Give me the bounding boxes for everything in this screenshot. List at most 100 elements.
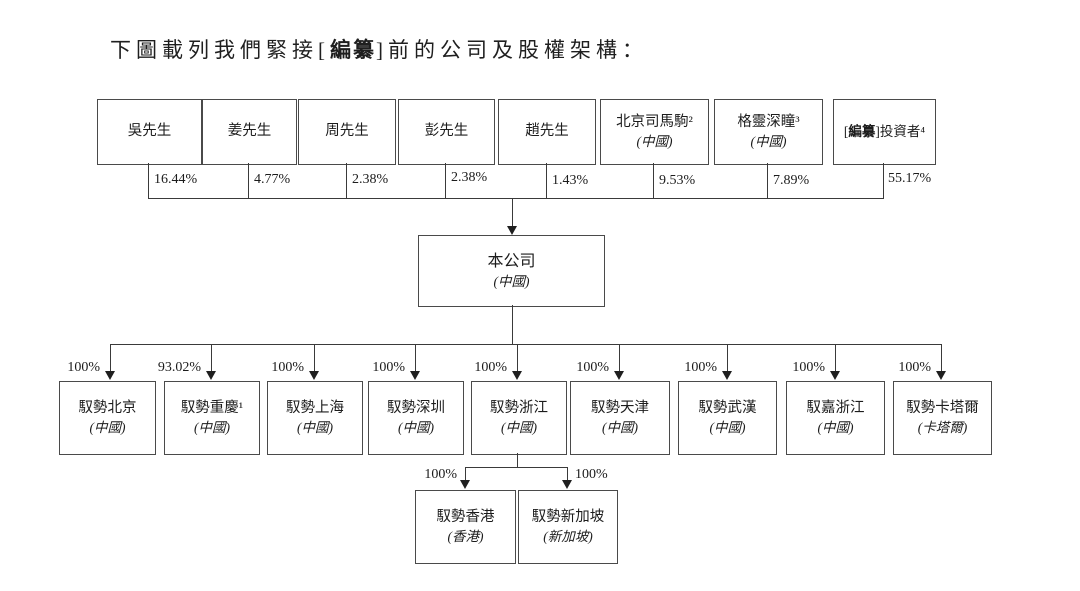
- ownership-percentage: 100%: [575, 467, 608, 482]
- company-box: 本公司 (中國): [418, 235, 605, 307]
- sub-subsidiary-name: 馭勢新加坡: [531, 509, 605, 526]
- shareholder-country: (中國): [636, 133, 673, 149]
- ownership-percentage: 2.38%: [352, 172, 389, 187]
- connector-line: [653, 163, 654, 198]
- subsidiary-name: 馭勢深圳: [387, 400, 445, 417]
- ownership-percentage: 100%: [67, 360, 100, 375]
- shareholder-name: 彭先生: [424, 123, 469, 140]
- company-name: 本公司: [487, 253, 536, 271]
- shareholder-name: 格靈深瞳³: [737, 114, 800, 131]
- connector-line: [517, 453, 518, 467]
- diagram-title-post: ]前的公司及股權架構：: [376, 38, 648, 62]
- shareholder-box: [編纂]投資者⁴: [833, 99, 936, 165]
- shareholder-country: (中國): [750, 133, 787, 149]
- shareholder-name: [編纂]投資者⁴: [843, 123, 926, 139]
- subsidiary-box: 馭勢浙江 (中國): [471, 381, 567, 455]
- arrow-down-icon: [722, 371, 732, 380]
- arrow-down-icon: [936, 371, 946, 380]
- sub-subsidiary-box: 馭勢香港 (香港): [415, 490, 516, 564]
- shareholder-name: 吳先生: [127, 123, 172, 140]
- connector-line: [110, 344, 111, 371]
- diagram-title-redacted: 編纂: [330, 38, 376, 62]
- ownership-percentage: 7.89%: [773, 173, 810, 188]
- ownership-percentage: 100%: [576, 360, 609, 375]
- arrow-down-icon: [309, 371, 319, 380]
- shareholder-box: 吳先生: [97, 99, 202, 165]
- subsidiary-country: (中國): [297, 419, 333, 435]
- connector-line: [883, 163, 884, 198]
- shareholder-box: 周先生: [298, 99, 396, 165]
- diagram-title: 下圖載列我們緊接[編纂]前的公司及股權架構：: [110, 34, 648, 64]
- subsidiary-box: 馭勢卡塔爾 (卡塔爾): [893, 381, 992, 455]
- connector-bus-top: [148, 198, 884, 199]
- connector-line: [567, 467, 568, 480]
- subsidiary-country: (中國): [89, 419, 126, 435]
- arrow-down-icon: [830, 371, 840, 380]
- subsidiary-name: 馭勢北京: [78, 400, 137, 417]
- sub-subsidiary-box: 馭勢新加坡 (新加坡): [518, 490, 618, 564]
- subsidiary-name: 馭勢浙江: [490, 400, 548, 417]
- subsidiary-country: (中國): [501, 419, 537, 435]
- shareholder-box: 姜先生: [202, 99, 297, 165]
- arrow-down-icon: [410, 371, 420, 380]
- connector-line: [727, 344, 728, 371]
- connector-line: [148, 163, 149, 198]
- subsidiary-box: 馭勢天津 (中國): [570, 381, 670, 455]
- connector-line: [835, 344, 836, 371]
- shareholder-box: 彭先生: [398, 99, 495, 165]
- arrow-down-icon: [512, 371, 522, 380]
- ownership-percentage: 100%: [684, 360, 717, 375]
- arrow-down-icon: [614, 371, 624, 380]
- ownership-percentage: 100%: [424, 467, 457, 482]
- connector-line: [941, 344, 942, 371]
- subsidiary-country: (中國): [398, 419, 434, 435]
- connector-line: [248, 163, 249, 198]
- connector-line: [445, 163, 446, 198]
- connector-bus-level3: [465, 467, 568, 468]
- connector-line: [512, 305, 513, 344]
- ownership-percentage: 100%: [898, 360, 931, 375]
- subsidiary-country: (中國): [602, 419, 638, 435]
- subsidiary-country: (中國): [709, 419, 746, 435]
- subsidiary-name: 馭勢天津: [591, 400, 649, 417]
- ownership-percentage: 100%: [372, 360, 405, 375]
- subsidiary-country: (卡塔爾): [917, 419, 968, 435]
- sub-subsidiary-name: 馭勢香港: [436, 509, 495, 526]
- subsidiary-name: 馭勢卡塔爾: [906, 400, 979, 417]
- connector-bus-subsidiaries: [110, 344, 941, 345]
- connector-line: [346, 163, 347, 198]
- arrow-down-icon: [562, 480, 572, 489]
- connector-line: [314, 344, 315, 371]
- arrow-down-icon: [206, 371, 216, 380]
- subsidiary-box: 馭勢北京 (中國): [59, 381, 156, 455]
- ownership-percentage: 100%: [474, 360, 507, 375]
- sub-subsidiary-country: (新加坡): [543, 528, 593, 544]
- shareholder-name: 趙先生: [525, 123, 569, 140]
- subsidiary-country: (中國): [817, 419, 854, 435]
- connector-line: [512, 198, 513, 226]
- ownership-percentage: 4.77%: [254, 172, 291, 187]
- shareholder-name: 姜先生: [227, 123, 272, 140]
- diagram-title-pre: 下圖載列我們緊接[: [110, 38, 330, 62]
- connector-line: [546, 163, 547, 198]
- subsidiary-box: 馭嘉浙江 (中國): [786, 381, 885, 455]
- shareholder-name: 北京司馬駒²: [616, 114, 693, 131]
- connector-line: [619, 344, 620, 371]
- subsidiary-box: 馭勢深圳 (中國): [368, 381, 464, 455]
- ownership-percentage: 1.43%: [552, 173, 589, 188]
- arrow-down-icon: [105, 371, 115, 380]
- subsidiary-country: (中國): [194, 419, 230, 435]
- ownership-percentage: 16.44%: [154, 172, 198, 187]
- ownership-percentage: 9.53%: [659, 173, 696, 188]
- connector-line: [415, 344, 416, 371]
- connector-line: [465, 467, 466, 480]
- subsidiary-box: 馭勢重慶¹ (中國): [164, 381, 260, 455]
- ownership-percentage: 100%: [792, 360, 825, 375]
- sub-subsidiary-country: (香港): [447, 528, 484, 544]
- ownership-percentage: 93.02%: [157, 360, 201, 375]
- subsidiary-name: 馭勢武漢: [698, 400, 757, 417]
- company-country: (中國): [493, 273, 530, 289]
- subsidiary-name: 馭嘉浙江: [806, 400, 865, 417]
- arrow-down-icon: [507, 226, 517, 235]
